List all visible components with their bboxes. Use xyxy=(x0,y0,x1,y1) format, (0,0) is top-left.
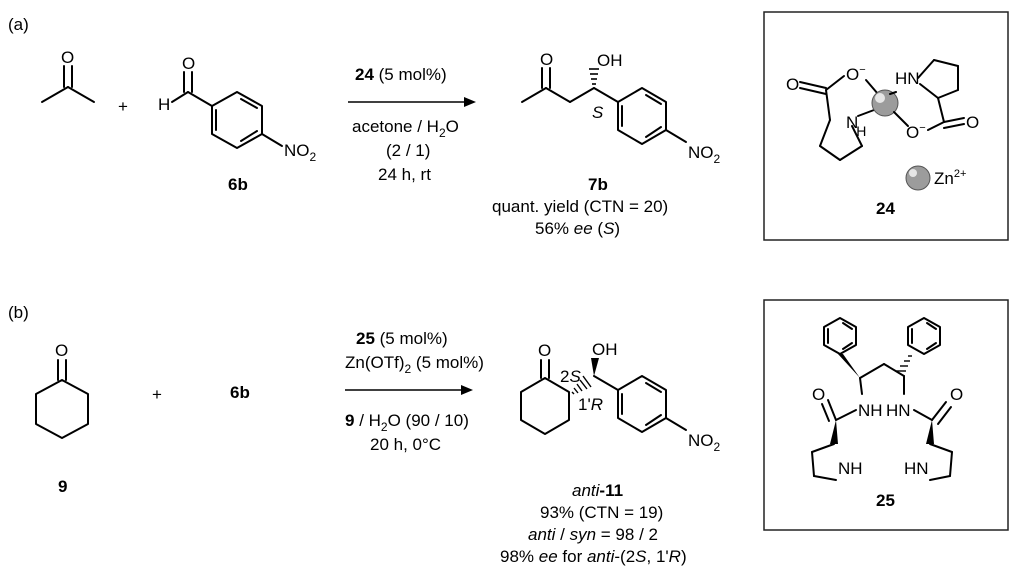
cat24-oxygen-bottom: O− xyxy=(906,122,926,142)
panel-a-plus: + xyxy=(118,97,128,116)
cat24-oxygen-top: O− xyxy=(846,64,866,84)
acetone-structure: O xyxy=(41,48,95,103)
conditions-b: 20 h, 0°C xyxy=(370,435,441,454)
catalyst-loading-b: 25 (5 mol%) xyxy=(356,329,448,348)
cat25-oxygen-left: O xyxy=(812,385,825,404)
stereo-label-7b: S xyxy=(592,103,604,122)
panel-b-label: (b) xyxy=(8,303,29,322)
cat24-oxygen-left: O xyxy=(786,75,799,94)
catalyst-24-label: 24 xyxy=(876,199,895,218)
reaction-arrow-a xyxy=(348,97,476,107)
cat25-amide-hn-right: HN xyxy=(886,401,911,420)
cyclohexanone-oxygen: O xyxy=(55,341,68,360)
catalyst-loading-a: 24 (5 mol%) xyxy=(355,65,447,84)
yield-11: 93% (CTN = 19) xyxy=(540,503,663,522)
aldehyde-oxygen: O xyxy=(182,54,195,73)
panel-b-plus: + xyxy=(152,385,162,404)
cat25-amide-nh-left: NH xyxy=(858,401,883,420)
compound-6b-label-b: 6b xyxy=(230,383,250,402)
catalyst-24-structure: O O− NH HN O O− Zn2+ 24 xyxy=(786,59,979,218)
solvent-b: 9 / H2O (90 / 10) xyxy=(345,411,469,434)
stereo-2S: 2S xyxy=(560,367,581,386)
ketone-oxygen-11: O xyxy=(538,341,551,360)
zinc-legend-text: Zn2+ xyxy=(934,168,966,188)
cat25-ring-hn-right: HN xyxy=(904,459,929,478)
ee-11: 98% ee for anti-(2S, 1'R) xyxy=(500,547,687,566)
aldehyde-hydrogen: H xyxy=(158,95,170,114)
product-11-structure: O OH 2S 1'R NO2 xyxy=(520,340,721,454)
yield-7b: quant. yield (CTN = 20) xyxy=(492,197,668,216)
dr-11: anti / syn = 98 / 2 xyxy=(528,525,658,544)
nitro-group: NO2 xyxy=(284,141,317,164)
compound-6b-label: 6b xyxy=(228,175,248,194)
conditions-a: 24 h, rt xyxy=(378,165,431,184)
reaction-arrow-b xyxy=(345,385,473,395)
catalyst-25-structure: NH O NH HN O HN 25 xyxy=(811,317,963,510)
cat25-oxygen-right: O xyxy=(950,385,963,404)
nitro-group-11: NO2 xyxy=(688,431,721,454)
compound-11-label: anti-11 xyxy=(572,481,623,500)
ee-7b: 56% ee (S) xyxy=(535,219,620,238)
acetone-oxygen: O xyxy=(61,48,74,67)
stereo-1R: 1'R xyxy=(578,395,603,414)
hydroxyl-7b: OH xyxy=(597,51,623,70)
cat25-ring-nh-left: NH xyxy=(838,459,863,478)
cat24-nitrogen-right: HN xyxy=(895,69,920,88)
solvent-a: acetone / H2O xyxy=(352,117,459,140)
product-7b-structure: O OH S NO2 xyxy=(521,50,721,166)
solvent-ratio-a: (2 / 1) xyxy=(386,141,430,160)
zinc-legend-icon xyxy=(905,165,931,191)
ketone-oxygen-7b: O xyxy=(540,50,553,69)
hydroxyl-11: OH xyxy=(592,340,618,359)
cyclohexanone-structure: O 9 xyxy=(35,341,89,496)
compound-9-label: 9 xyxy=(58,477,67,496)
panel-a-label: (a) xyxy=(8,15,29,34)
catalyst-25-label: 25 xyxy=(876,491,895,510)
nitro-group-7b: NO2 xyxy=(688,143,721,166)
cat24-nitrogen-left: NH xyxy=(846,113,866,139)
additive-b: Zn(OTf)2 (5 mol%) xyxy=(345,353,484,376)
cat24-oxygen-right: O xyxy=(966,113,979,132)
nitrobenzaldehyde-structure: H O NO2 6b xyxy=(158,54,317,194)
catalyst-25-box xyxy=(763,299,1009,531)
catalyst-24-box xyxy=(763,11,1009,241)
compound-7b-label: 7b xyxy=(588,175,608,194)
